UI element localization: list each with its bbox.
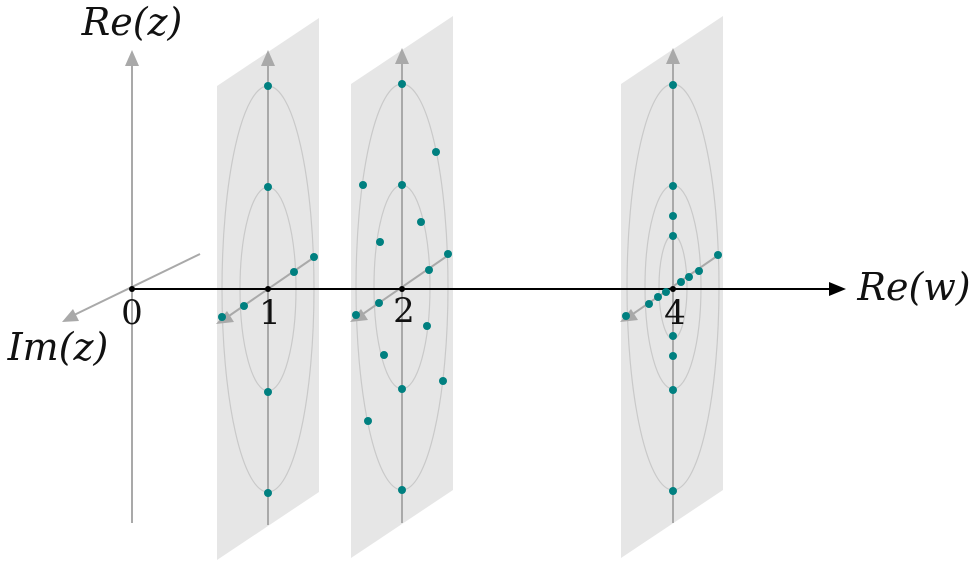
plane-re-z-arrowhead bbox=[666, 48, 680, 64]
point bbox=[310, 253, 318, 261]
re-w-axis-arrowhead bbox=[829, 282, 846, 296]
point bbox=[290, 268, 298, 276]
sample-points bbox=[218, 80, 722, 497]
point bbox=[439, 377, 447, 385]
point bbox=[417, 218, 425, 226]
point bbox=[425, 266, 433, 274]
point bbox=[669, 487, 677, 495]
point bbox=[264, 183, 272, 191]
im-z-axis-label: Im(z) bbox=[7, 325, 109, 369]
im-z-axis-arrowhead bbox=[62, 309, 79, 322]
point bbox=[398, 385, 406, 393]
point bbox=[669, 352, 677, 360]
point bbox=[218, 313, 226, 321]
point bbox=[677, 278, 685, 286]
point bbox=[654, 293, 662, 301]
point bbox=[264, 388, 272, 396]
point bbox=[669, 182, 677, 190]
point bbox=[669, 81, 677, 89]
tick-label-2: 2 bbox=[393, 291, 415, 331]
tick-label-4: 4 bbox=[664, 293, 686, 333]
point bbox=[423, 322, 431, 330]
tick-dot-0 bbox=[129, 286, 135, 292]
point bbox=[432, 148, 440, 156]
re-z-axis-arrowhead bbox=[125, 50, 139, 66]
point bbox=[398, 181, 406, 189]
point bbox=[264, 82, 272, 90]
point bbox=[380, 351, 388, 359]
tick-dot-1 bbox=[265, 286, 271, 292]
point bbox=[444, 250, 452, 258]
point bbox=[622, 312, 630, 320]
point bbox=[376, 238, 384, 246]
point bbox=[669, 386, 677, 394]
point bbox=[662, 288, 670, 296]
re-w-axis-label: Re(w) bbox=[856, 265, 970, 309]
tick-dot-4 bbox=[670, 286, 676, 292]
point bbox=[669, 212, 677, 220]
point bbox=[398, 80, 406, 88]
point bbox=[669, 332, 677, 340]
re-w-axis-group bbox=[129, 282, 846, 296]
point bbox=[398, 486, 406, 494]
point bbox=[669, 232, 677, 240]
tick-label-1: 1 bbox=[259, 293, 281, 333]
z-axes-origin bbox=[62, 50, 201, 523]
plane-re-z-arrowhead bbox=[261, 50, 275, 66]
re-z-axis-label: Re(z) bbox=[81, 0, 183, 44]
tick-dot-2 bbox=[399, 286, 405, 292]
point bbox=[240, 302, 248, 310]
point bbox=[352, 311, 360, 319]
point bbox=[695, 267, 703, 275]
labels: Re(z) Im(z) Re(w) 0 1 2 4 bbox=[7, 0, 971, 369]
tick-label-0: 0 bbox=[121, 293, 143, 333]
plane-im-z-axis bbox=[359, 253, 451, 317]
point bbox=[645, 300, 653, 308]
plane-re-z-arrowhead bbox=[395, 48, 409, 64]
point bbox=[375, 299, 383, 307]
im-z-axis bbox=[71, 253, 201, 317]
point bbox=[714, 251, 722, 259]
plane-im-z-axis bbox=[629, 253, 721, 317]
point bbox=[264, 489, 272, 497]
point bbox=[359, 181, 367, 189]
point bbox=[685, 273, 693, 281]
point bbox=[364, 417, 372, 425]
